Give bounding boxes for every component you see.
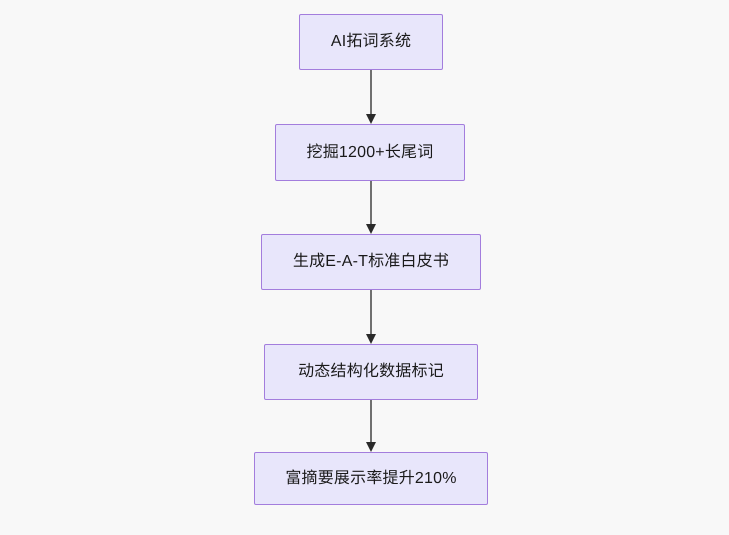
flow-node-label: AI拓词系统 xyxy=(330,33,412,51)
flow-edge-4-connector-line xyxy=(370,400,372,442)
flow-edge-4-arrowhead xyxy=(366,442,376,452)
flow-node-rich-snippet-impression-lift[interactable]: 富摘要展示率提升210% xyxy=(254,452,488,505)
flow-node-dynamic-structured-data-markup[interactable]: 动态结构化数据标记 xyxy=(264,344,478,400)
flow-edge-2-connector-line xyxy=(370,181,372,224)
flow-node-label: 富摘要展示率提升210% xyxy=(285,469,457,487)
flow-edge-3-connector-line xyxy=(370,290,372,334)
flow-node-label: 生成E-A-T标准白皮书 xyxy=(292,253,450,271)
flow-node-label: 动态结构化数据标记 xyxy=(298,363,444,381)
flow-node-ai-keyword-system[interactable]: AI拓词系统 xyxy=(299,14,443,70)
flow-node-mine-longtail-keywords[interactable]: 挖掘1200+长尾词 xyxy=(275,124,465,181)
flow-edge-3-arrowhead xyxy=(366,334,376,344)
flow-node-generate-eat-whitepaper[interactable]: 生成E-A-T标准白皮书 xyxy=(261,234,481,290)
flow-edge-1-arrowhead xyxy=(366,114,376,124)
flow-node-label: 挖掘1200+长尾词 xyxy=(306,143,434,161)
flow-edge-1-connector-line xyxy=(370,70,372,114)
flow-edge-2-arrowhead xyxy=(366,224,376,234)
